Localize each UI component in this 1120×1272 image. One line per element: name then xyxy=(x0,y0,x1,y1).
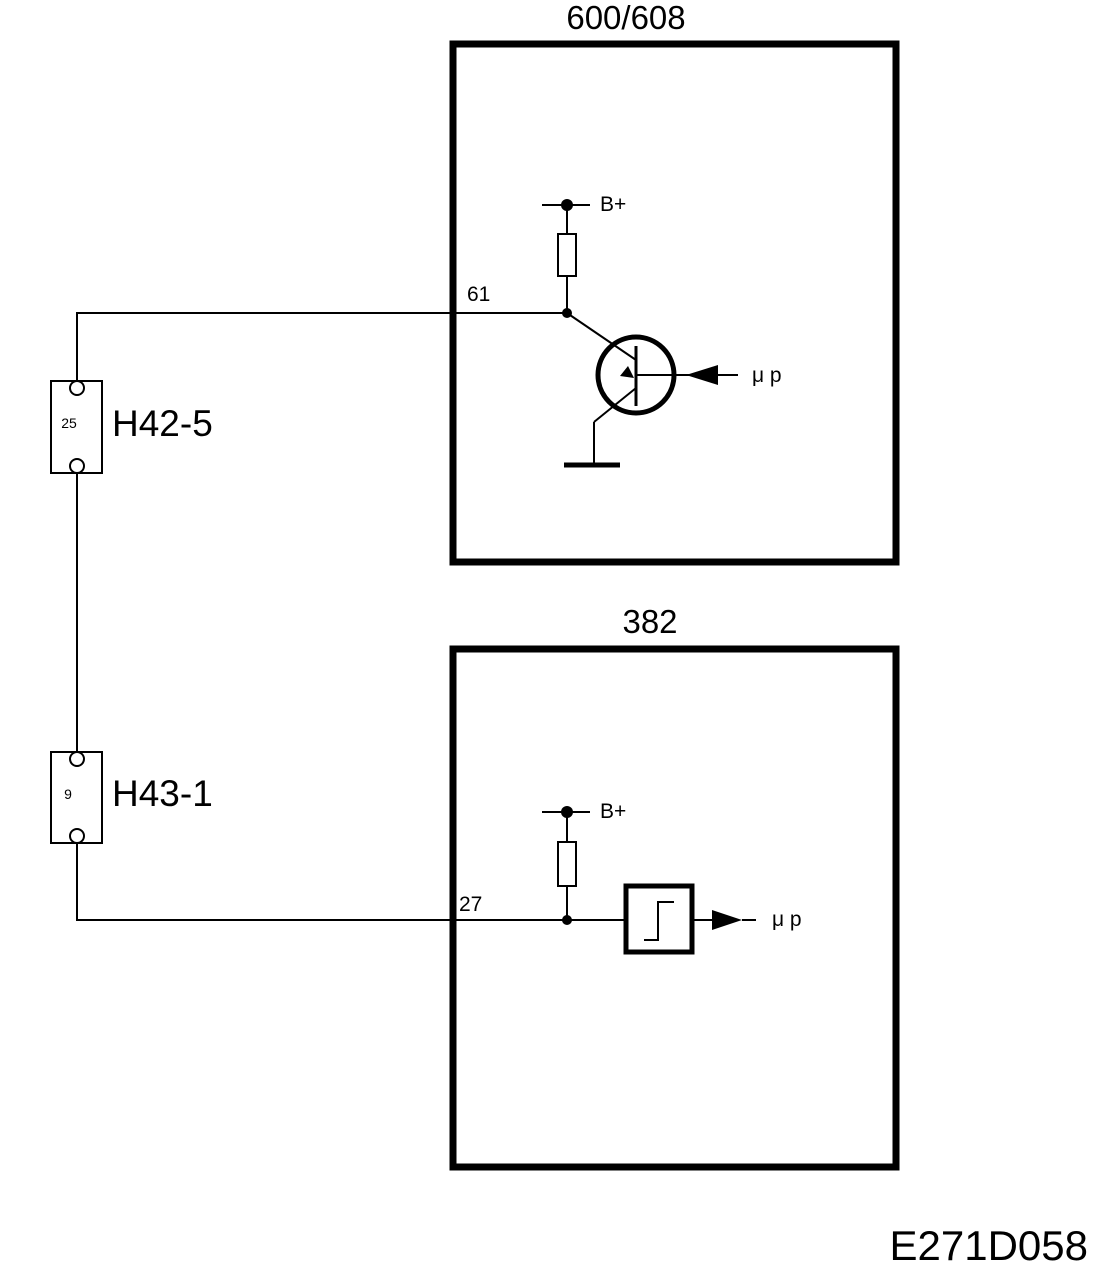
connector-name-h42-5: H42-5 xyxy=(112,403,213,444)
connector-pin-9: 9 xyxy=(64,786,72,802)
module-top-title: 600/608 xyxy=(566,0,685,36)
npn-transistor-icon xyxy=(566,312,738,423)
terminal-bottom xyxy=(69,458,85,474)
schmitt-trigger-icon xyxy=(623,883,756,955)
module-bottom-title: 382 xyxy=(622,603,677,640)
module-top-box xyxy=(449,40,900,566)
harness-wire xyxy=(76,312,567,921)
output-label-bottom: μ p xyxy=(772,908,802,931)
figure-id: E271D058 xyxy=(890,1222,1089,1269)
input-arrow xyxy=(686,365,718,385)
supply-label-bottom: B+ xyxy=(600,800,626,823)
ground-icon xyxy=(564,422,620,468)
resistor-icon xyxy=(557,841,577,887)
connector-h43-1: 9 xyxy=(50,751,103,844)
supply-label-top: B+ xyxy=(600,193,626,216)
module-382: 382 B+ 27 μ p xyxy=(449,603,900,1171)
connector-pin-25: 25 xyxy=(61,415,77,431)
terminal-bottom xyxy=(69,828,85,844)
pin-label-27: 27 xyxy=(459,893,482,916)
terminal-top xyxy=(69,751,85,767)
terminal-top xyxy=(69,380,85,396)
output-arrow xyxy=(712,910,742,930)
resistor-icon xyxy=(557,233,577,277)
pin-label-61: 61 xyxy=(467,283,490,306)
output-label-top: μ p xyxy=(752,364,782,387)
connector-name-h43-1: H43-1 xyxy=(112,773,213,814)
module-600-608: 600/608 B+ 61 μ p xyxy=(449,0,900,566)
connector-h42-5: 25 xyxy=(50,380,103,474)
module-bottom-box xyxy=(449,645,900,1171)
